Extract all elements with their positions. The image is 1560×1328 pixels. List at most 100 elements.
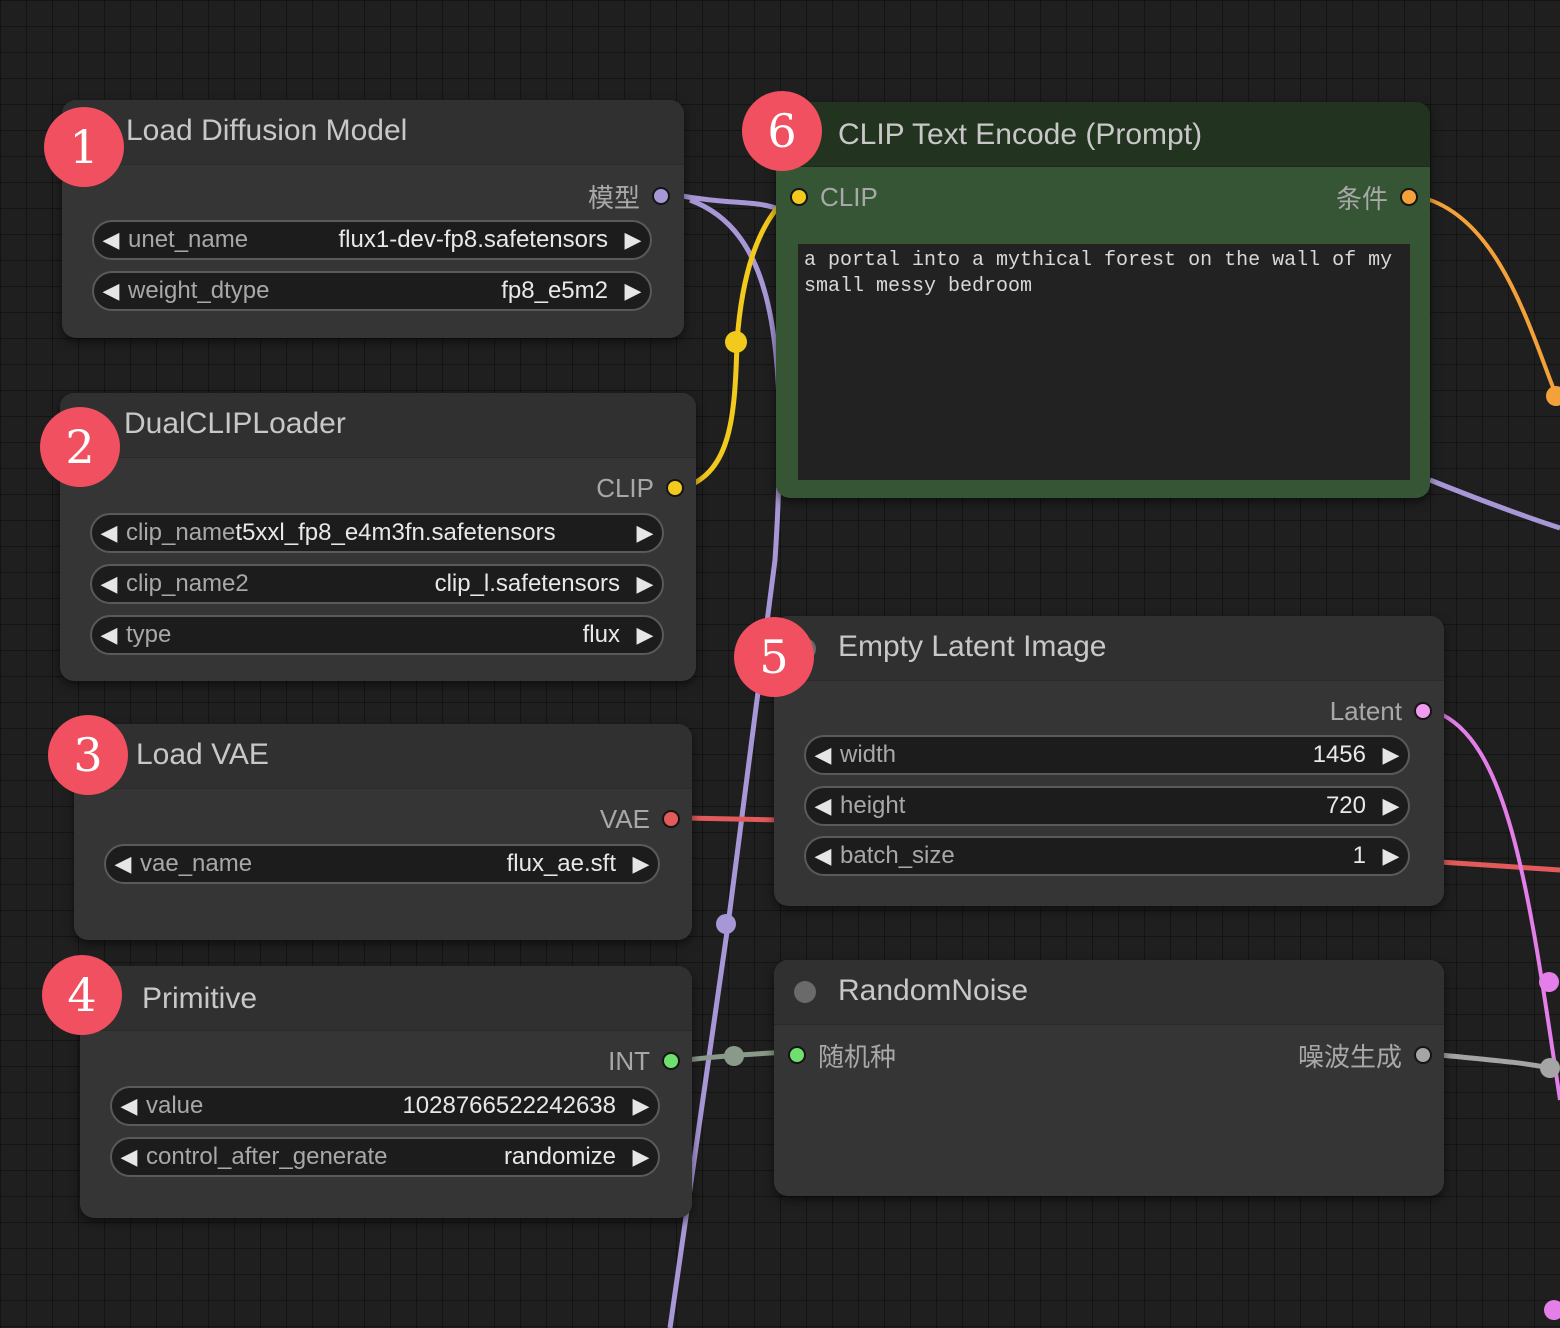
output-slot-int[interactable]: INT bbox=[608, 1043, 680, 1079]
type-combo[interactable]: ◀ type flux ▶ bbox=[90, 615, 664, 655]
clip-link-reroute bbox=[725, 331, 747, 353]
input-slot-seed[interactable]: 随机种 bbox=[788, 1037, 896, 1073]
arrow-right-icon[interactable]: ▶ bbox=[632, 851, 650, 876]
output-dot[interactable] bbox=[662, 810, 680, 828]
node-header[interactable]: DualCLIPLoader bbox=[60, 393, 696, 458]
noise-link-reroute bbox=[1540, 1058, 1560, 1078]
widget-label: height bbox=[840, 792, 906, 819]
control-after-generate-combo[interactable]: ◀ control_after_generate randomize ▶ bbox=[110, 1137, 660, 1177]
input-label: 随机种 bbox=[818, 1041, 897, 1072]
clip-link bbox=[685, 193, 792, 490]
node-header[interactable]: Primitive bbox=[80, 966, 692, 1031]
arrow-left-icon[interactable]: ◀ bbox=[814, 843, 832, 868]
output-dot[interactable] bbox=[1400, 188, 1418, 206]
widget-value: 1456 bbox=[1312, 741, 1366, 768]
width-number[interactable]: ◀ width 1456 ▶ bbox=[804, 735, 1410, 775]
arrow-left-icon[interactable]: ◀ bbox=[120, 1093, 138, 1118]
clip-name2-combo[interactable]: ◀ clip_name2 clip_l.safetensors ▶ bbox=[90, 564, 664, 604]
output-dot[interactable] bbox=[1414, 702, 1432, 720]
prompt-textarea[interactable]: a portal into a mythical forest on the w… bbox=[798, 244, 1410, 480]
node-clip-text-encode[interactable]: CLIP Text Encode (Prompt) CLIP 条件 a port… bbox=[776, 102, 1430, 498]
widget-value: 1028766522242638 bbox=[402, 1092, 616, 1119]
vae-name-combo[interactable]: ◀ vae_name flux_ae.sft ▶ bbox=[104, 844, 660, 884]
arrow-left-icon[interactable]: ◀ bbox=[100, 571, 118, 596]
node-title: Empty Latent Image bbox=[838, 630, 1107, 663]
widget-label: clip_name bbox=[126, 519, 236, 546]
output-label: 模型 bbox=[587, 182, 640, 213]
noise-link bbox=[1429, 1051, 1551, 1071]
input-label: CLIP bbox=[820, 181, 878, 212]
arrow-right-icon[interactable]: ▶ bbox=[1382, 843, 1400, 868]
arrow-right-icon[interactable]: ▶ bbox=[624, 278, 642, 303]
arrow-right-icon[interactable]: ▶ bbox=[636, 571, 654, 596]
output-slot-latent[interactable]: Latent bbox=[1330, 693, 1432, 729]
arrow-left-icon[interactable]: ◀ bbox=[100, 520, 118, 545]
node-primitive[interactable]: Primitive INT ◀ value 1028766522242638 ▶… bbox=[80, 966, 692, 1218]
arrow-left-icon[interactable]: ◀ bbox=[120, 1144, 138, 1169]
arrow-left-icon[interactable]: ◀ bbox=[114, 851, 132, 876]
output-slot-conditioning[interactable]: 条件 bbox=[1336, 179, 1418, 215]
widget-value: flux1-dev-fp8.safetensors bbox=[338, 226, 608, 253]
arrow-right-icon[interactable]: ▶ bbox=[624, 227, 642, 252]
node-title: Primitive bbox=[142, 982, 258, 1015]
arrow-left-icon[interactable]: ◀ bbox=[102, 278, 120, 303]
input-dot[interactable] bbox=[788, 1046, 806, 1064]
output-dot[interactable] bbox=[652, 187, 670, 205]
node-load-diffusion-model[interactable]: Load Diffusion Model 模型 ◀ unet_name flux… bbox=[62, 100, 684, 338]
output-dot[interactable] bbox=[1414, 1046, 1432, 1064]
input-dot[interactable] bbox=[790, 188, 808, 206]
node-header[interactable]: RandomNoise bbox=[774, 960, 1444, 1025]
vae-link bbox=[685, 815, 781, 823]
widget-value: flux_ae.sft bbox=[506, 850, 616, 877]
arrow-left-icon[interactable]: ◀ bbox=[814, 793, 832, 818]
arrow-left-icon[interactable]: ◀ bbox=[100, 622, 118, 647]
output-slot-model[interactable]: 模型 bbox=[588, 178, 670, 214]
arrow-left-icon[interactable]: ◀ bbox=[102, 227, 120, 252]
output-slot-noise[interactable]: 噪波生成 bbox=[1298, 1037, 1432, 1073]
batch-size-number[interactable]: ◀ batch_size 1 ▶ bbox=[804, 836, 1410, 876]
node-header[interactable]: Load VAE bbox=[74, 724, 692, 789]
node-header[interactable]: Load Diffusion Model bbox=[62, 100, 684, 165]
output-label: INT bbox=[608, 1045, 650, 1076]
arrow-right-icon[interactable]: ▶ bbox=[636, 622, 654, 647]
widget-label: unet_name bbox=[128, 226, 249, 253]
unet-name-combo[interactable]: ◀ unet_name flux1-dev-fp8.safetensors ▶ bbox=[92, 220, 652, 260]
widget-value: randomize bbox=[503, 1143, 616, 1170]
widget-label: control_after_generate bbox=[146, 1143, 388, 1170]
output-label: Latent bbox=[1329, 695, 1402, 726]
output-slot-vae[interactable]: VAE bbox=[600, 801, 680, 837]
output-dot[interactable] bbox=[662, 1052, 680, 1070]
widget-value: clip_l.safetensors bbox=[434, 570, 620, 597]
arrow-right-icon[interactable]: ▶ bbox=[636, 520, 654, 545]
output-dot[interactable] bbox=[666, 479, 684, 497]
widget-label: type bbox=[126, 621, 172, 648]
clip-name-combo[interactable]: ◀ clip_name t5xxl_fp8_e4m3fn.safetensors… bbox=[90, 513, 664, 553]
seed-value-number[interactable]: ◀ value 1028766522242638 ▶ bbox=[110, 1086, 660, 1126]
node-random-noise[interactable]: RandomNoise 随机种 噪波生成 bbox=[774, 960, 1444, 1196]
arrow-left-icon[interactable]: ◀ bbox=[814, 742, 832, 767]
widget-value: flux bbox=[582, 621, 620, 648]
output-slot-clip[interactable]: CLIP bbox=[596, 470, 684, 506]
widget-value: 1 bbox=[1352, 842, 1366, 869]
model-link bbox=[675, 192, 782, 213]
vae-link-right bbox=[1439, 859, 1560, 873]
node-dual-clip-loader[interactable]: DualCLIPLoader CLIP ◀ clip_name t5xxl_fp… bbox=[60, 393, 696, 681]
collapse-toggle-icon[interactable] bbox=[794, 981, 816, 1003]
node-empty-latent-image[interactable]: Empty Latent Image Latent ◀ width 1456 ▶… bbox=[774, 616, 1444, 906]
widget-value: t5xxl_fp8_e4m3fn.safetensors bbox=[235, 519, 556, 546]
arrow-right-icon[interactable]: ▶ bbox=[1382, 793, 1400, 818]
step-badge-2: 2 bbox=[40, 407, 120, 487]
weight-dtype-combo[interactable]: ◀ weight_dtype fp8_e5m2 ▶ bbox=[92, 271, 652, 311]
node-header[interactable]: CLIP Text Encode (Prompt) bbox=[776, 102, 1430, 167]
node-load-vae[interactable]: Load VAE VAE ◀ vae_name flux_ae.sft ▶ bbox=[74, 724, 692, 940]
output-label: CLIP bbox=[596, 472, 654, 503]
arrow-right-icon[interactable]: ▶ bbox=[632, 1144, 650, 1169]
height-number[interactable]: ◀ height 720 ▶ bbox=[804, 786, 1410, 826]
latent-link-end bbox=[1544, 1300, 1560, 1320]
arrow-right-icon[interactable]: ▶ bbox=[1382, 742, 1400, 767]
output-label: VAE bbox=[599, 803, 650, 834]
input-slot-clip[interactable]: CLIP bbox=[790, 179, 878, 215]
node-header[interactable]: Empty Latent Image bbox=[774, 616, 1444, 681]
widget-label: clip_name2 bbox=[126, 570, 249, 597]
arrow-right-icon[interactable]: ▶ bbox=[632, 1093, 650, 1118]
